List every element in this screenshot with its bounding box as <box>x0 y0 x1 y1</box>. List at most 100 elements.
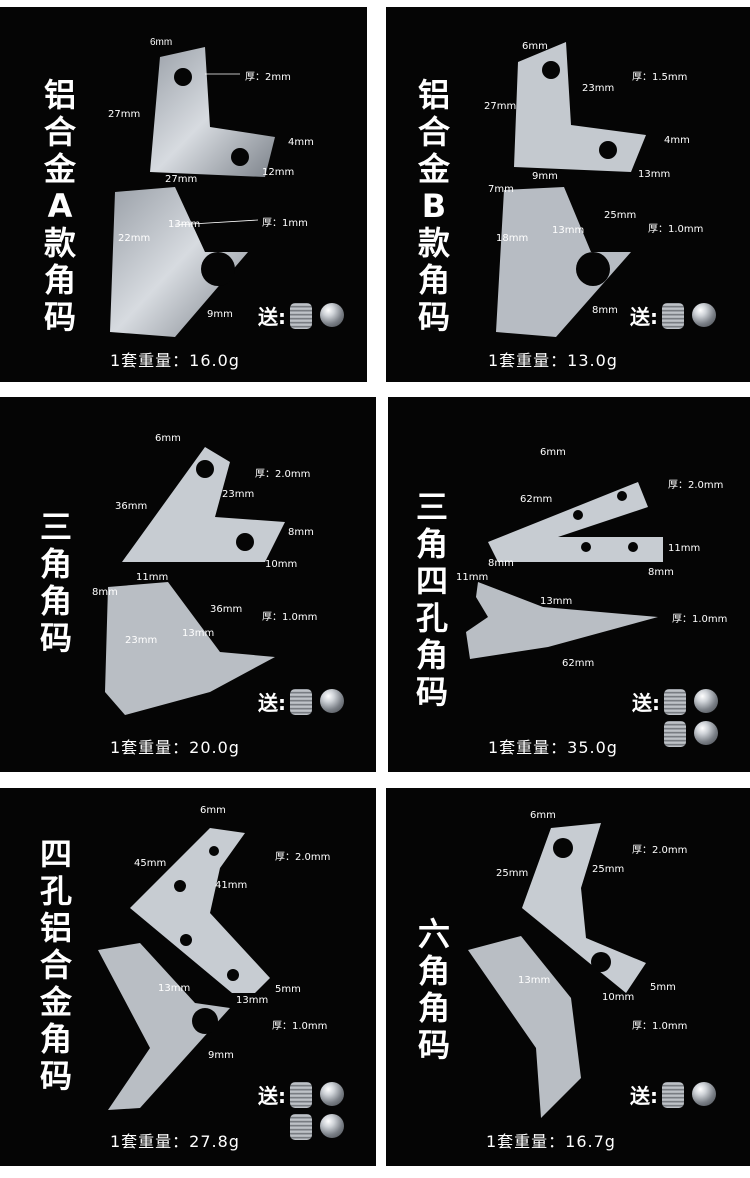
hole <box>180 934 192 946</box>
dim-label: 36mm <box>210 604 243 615</box>
panel-title: 六角角码 <box>417 915 450 1064</box>
steel-ball-icon <box>320 689 344 713</box>
dim-label: 8mm <box>488 558 514 569</box>
thin-bracket <box>110 187 248 337</box>
steel-ball-icon <box>692 303 716 327</box>
hole <box>231 148 249 166</box>
hole <box>599 141 617 159</box>
dim-label: 27mm <box>484 101 517 112</box>
hole <box>576 252 610 286</box>
gift-label: 送: <box>630 305 658 329</box>
hole <box>617 491 627 501</box>
hole <box>227 969 239 981</box>
dim-label: 13mm <box>518 975 551 986</box>
dim-label: 厚：2.0mm <box>275 852 331 863</box>
screw-icon <box>290 303 312 329</box>
dim-label: 4mm <box>288 137 314 148</box>
dim-label: 25mm <box>592 864 625 875</box>
dim-label: 5mm <box>275 984 301 995</box>
weight-label: 1套重量：13.0g <box>488 351 618 370</box>
bracket-illustration <box>110 47 275 337</box>
hole <box>581 542 591 552</box>
screw-icon <box>662 1082 684 1108</box>
weight-label: 1套重量：35.0g <box>488 738 618 757</box>
thin-bracket <box>468 936 581 1118</box>
screw-icon <box>662 303 684 329</box>
steel-ball-icon <box>320 1114 344 1138</box>
panel-title: 铝合金A款角码 <box>43 76 76 336</box>
dim-label: 62mm <box>562 658 595 669</box>
panel-title: 三角四孔角码 <box>415 488 448 711</box>
product-panel-triangle-four-hole: 三角四孔角码 6mm 62mm 厚：2.0mm 11mm 8mm 11mm 8m… <box>388 397 750 772</box>
screw-icon <box>664 721 686 747</box>
hole <box>192 1008 218 1034</box>
hole <box>174 68 192 86</box>
dim-label: 11mm <box>136 572 169 583</box>
hole <box>542 61 560 79</box>
product-panel-triangle: 三角角码 6mm 厚：2.0mm 36mm 23mm 8mm 10mm 11mm… <box>0 397 376 772</box>
dim-label: 62mm <box>520 494 553 505</box>
dim-label: 6mm <box>530 810 556 821</box>
gift-accessories: 送: <box>630 1082 716 1110</box>
hole <box>209 846 219 856</box>
thin-bracket <box>496 187 631 337</box>
dim-label: 23mm <box>582 83 615 94</box>
dim-label: 8mm <box>288 527 314 538</box>
hole <box>573 510 583 520</box>
dim-label: 7mm <box>488 184 514 195</box>
dim-label: 22mm <box>118 233 151 244</box>
dim-label: 9mm <box>207 309 233 320</box>
dim-label: 厚：1.0mm <box>672 614 728 625</box>
bracket-illustration <box>98 828 270 1110</box>
product-panel-a: 铝合金A款角码 6mm 厚：2mm 27mm 4mm 12mm 27mm 13m… <box>0 7 367 382</box>
dim-label: 25mm <box>496 868 529 879</box>
dim-label: 27mm <box>165 174 198 185</box>
bracket-illustration <box>468 823 646 1118</box>
gift-accessories: 送: <box>630 303 716 331</box>
product-panel-b: 铝合金B款角码 6mm 厚：1.5mm 27mm 23mm 4mm 13mm 7… <box>386 7 750 382</box>
gift-accessories: 送: <box>258 1082 344 1140</box>
dim-label: 13mm <box>182 628 215 639</box>
dim-label: 23mm <box>222 489 255 500</box>
bracket-illustration <box>466 482 663 659</box>
gift-accessories: 送: <box>258 689 344 717</box>
thick-bracket <box>150 47 275 177</box>
thin-bracket <box>466 582 658 659</box>
weight-label: 1套重量：16.0g <box>110 351 240 370</box>
product-panel-hexagon: 六角角码 6mm 厚：2.0mm 25mm 25mm 13mm 5mm 10mm… <box>386 788 750 1166</box>
dim-label: 6mm <box>540 447 566 458</box>
dim-label: 8mm <box>92 587 118 598</box>
bracket-illustration <box>496 42 646 337</box>
thick-bracket <box>522 823 646 993</box>
dim-label: 5mm <box>650 982 676 993</box>
dim-label: 11mm <box>668 543 701 554</box>
dim-label: 6mm <box>200 805 226 816</box>
hole <box>553 838 573 858</box>
gift-label: 送: <box>630 1084 658 1108</box>
dim-label: 13mm <box>638 169 671 180</box>
dim-label: 4mm <box>664 135 690 146</box>
weight-label: 1套重量：16.7g <box>486 1132 616 1151</box>
steel-ball-icon <box>694 721 718 745</box>
thin-bracket <box>98 943 230 1110</box>
panel-title: 三角角码 <box>39 508 72 657</box>
screw-icon <box>290 1082 312 1108</box>
screw-icon <box>290 1114 312 1140</box>
dim-label: 41mm <box>215 880 248 891</box>
dim-label: 45mm <box>134 858 167 869</box>
dim-label: 6mm <box>522 41 548 52</box>
dim-label: 18mm <box>496 233 529 244</box>
dim-label: 厚：1.0mm <box>648 224 704 235</box>
dim-label: 厚：1.0mm <box>632 1021 688 1032</box>
gift-label: 送: <box>632 691 660 715</box>
dim-label: 23mm <box>125 635 158 646</box>
thick-bracket <box>514 42 646 172</box>
dim-label: 13mm <box>236 995 269 1006</box>
product-panel-four-hole: 四孔铝合金角码 6mm 45mm 厚：2.0mm 41mm 5mm 13mm 1… <box>0 788 376 1166</box>
dim-label: 13mm <box>158 983 191 994</box>
dim-label: 8mm <box>592 305 618 316</box>
dim-label: 25mm <box>604 210 637 221</box>
dim-label: 厚：1.0mm <box>262 612 318 623</box>
dim-label: 8mm <box>648 567 674 578</box>
gift-accessories: 送: <box>258 303 344 331</box>
